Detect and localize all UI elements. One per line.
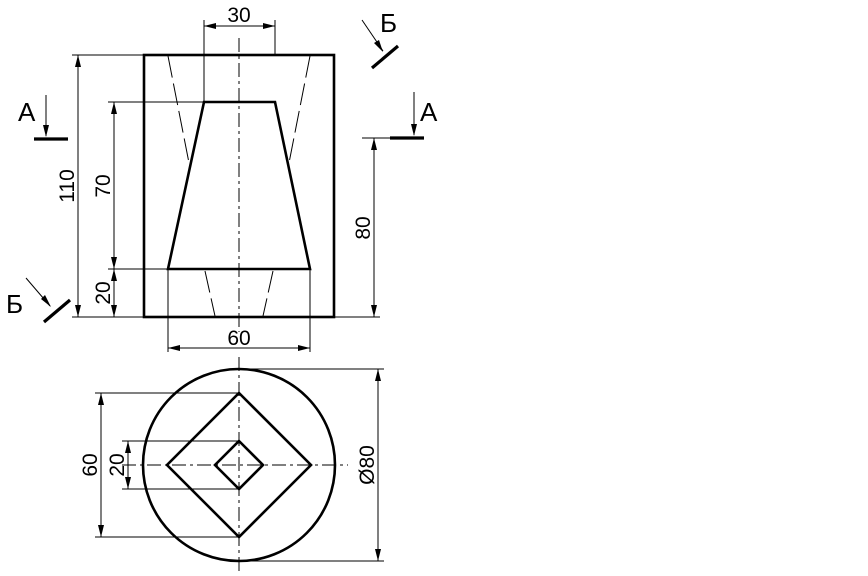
front-view: 30 110 70 20 [56,4,400,352]
dim-right-height: 80 [334,137,400,318]
section-label-a-right: А [420,97,438,127]
dim-bottom-height: 20 [92,269,144,318]
hidden-line-lower-left [204,270,216,317]
dim-top-width: 30 [203,4,276,102]
section-label-a-left: А [18,97,36,127]
section-marker-b-top: Б [361,8,400,70]
dim-overall-height-text: 110 [56,169,79,202]
dim-outer-square: 60 [79,392,239,538]
top-view: 60 20 Ø80 [79,357,384,573]
dim-overall-height: 110 [56,54,144,318]
dim-bottom-width-text: 60 [227,327,250,350]
dim-top-width-text: 30 [227,4,250,27]
section-marker-a-right: А [390,92,438,140]
dim-diameter-text: Ø80 [356,445,379,485]
dim-inner-square-text: 20 [106,453,129,476]
section-marker-a-left: А [18,95,68,141]
dim-bottom-width: 60 [167,269,311,352]
section-marker-b-bottom: Б [6,277,72,324]
dim-inner-square: 20 [106,440,239,490]
dim-bottom-height-text: 20 [92,281,115,304]
section-label-b-bottom: Б [6,289,23,319]
hidden-line-upper-left [167,55,191,169]
dim-outer-square-text: 60 [79,453,102,476]
front-outline-rect [142,53,336,319]
dim-diameter: Ø80 [239,368,384,562]
dim-cone-height: 70 [92,101,204,270]
hidden-line-upper-right [287,55,311,169]
dim-cone-height-text: 70 [92,174,115,197]
dim-right-height-text: 80 [352,216,375,239]
hidden-line-lower-right [262,270,274,317]
section-label-b-top: Б [380,8,397,38]
